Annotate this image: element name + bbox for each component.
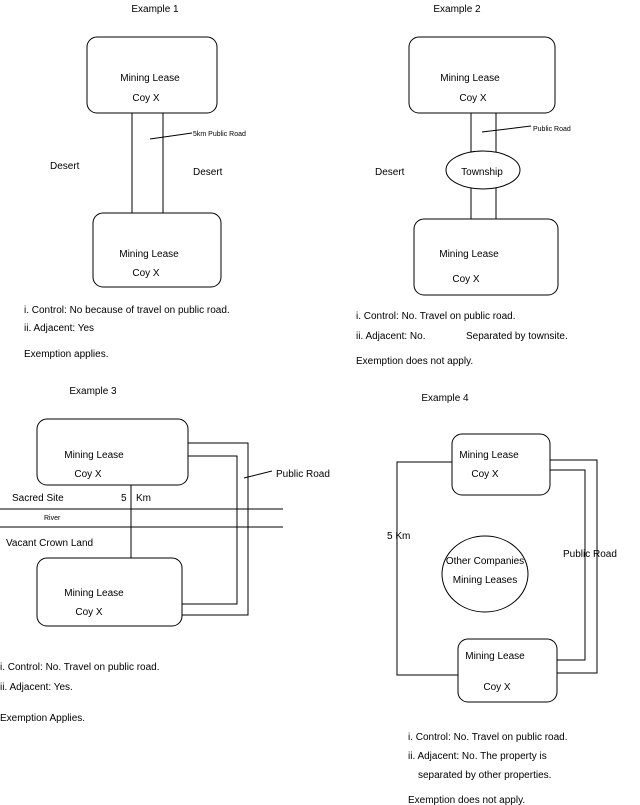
example-1-lease-bottom: [92, 212, 222, 288]
example-3-lease-top: [36, 418, 189, 486]
example-2-road-leader: [481, 125, 532, 133]
example-4-title: Example 4: [421, 393, 469, 404]
example-4-verdict: Exemption does not apply.: [408, 795, 525, 805]
example-3-lease-bottom-name: Mining Lease: [64, 588, 124, 599]
example-3-river-label: River: [44, 515, 61, 522]
example-3-vacant-crown-land: Vacant Crown Land: [6, 538, 93, 549]
example-3-distance-value: 5: [121, 493, 127, 504]
example-4-distance-path: [396, 461, 458, 676]
example-2-township: [445, 150, 521, 190]
example-1-lease-top-name: Mining Lease: [120, 73, 180, 84]
example-3-verdict: Exemption Applies.: [0, 713, 85, 724]
example-4-road-inner: [550, 469, 586, 661]
example-2: Example 2 Public Road Mining Lease Coy X…: [356, 4, 571, 367]
example-4-lease-top-owner: Coy X: [471, 469, 499, 480]
example-3-sacred-site: Sacred Site: [12, 493, 64, 504]
example-3-road-leader: [243, 470, 273, 479]
example-4-other-companies: [441, 535, 529, 613]
example-2-verdict: Exemption does not apply.: [356, 356, 473, 367]
example-4-other-companies-line1: Other Companies: [446, 556, 524, 567]
example-2-lease-bottom-name: Mining Lease: [439, 249, 499, 260]
example-1-note-control: i. Control: No because of travel on publ…: [24, 305, 230, 316]
example-2-lease-top-owner: Coy X: [459, 93, 487, 104]
example-2-note-adjacent: ii. Adjacent: No.: [356, 331, 425, 342]
example-3: Example 3 River Public Road Mining Lease…: [0, 386, 330, 724]
example-3-lease-bottom-owner: Coy X: [75, 607, 103, 618]
example-2-lease-top-name: Mining Lease: [440, 73, 500, 84]
example-1-desert-right: Desert: [193, 167, 223, 178]
example-4-lease-bottom-name: Mining Lease: [465, 651, 525, 662]
example-2-note-separated: Separated by townsite.: [466, 331, 568, 342]
example-1-road-label: 5km Public Road: [193, 131, 246, 138]
example-3-title: Example 3: [69, 386, 117, 397]
example-4: Example 4 5 Km Public Road Mining Lease …: [387, 393, 617, 805]
example-1-desert-left: Desert: [50, 161, 80, 172]
example-4-other-companies-line2: Mining Leases: [453, 575, 517, 586]
example-1-lease-bottom-owner: Coy X: [132, 268, 160, 279]
example-1-road-leader: [149, 132, 193, 140]
example-2-title: Example 2: [433, 4, 481, 15]
example-2-lease-top: [408, 36, 556, 114]
example-3-road-label: Public Road: [276, 469, 330, 480]
example-3-road-outer: [182, 442, 249, 616]
example-3-note-adjacent: ii. Adjacent: Yes.: [0, 682, 73, 693]
example-1-lease-top: [86, 36, 218, 114]
example-4-lease-top-name: Mining Lease: [459, 450, 519, 461]
example-2-township-label: Township: [461, 167, 503, 178]
example-4-note-control: i. Control: No. Travel on public road.: [408, 732, 568, 743]
example-2-road-label: Public Road: [533, 126, 571, 133]
example-3-note-control: i. Control: No. Travel on public road.: [0, 662, 160, 673]
example-1-verdict: Exemption applies.: [24, 349, 109, 360]
example-4-lease-bottom: [457, 638, 558, 703]
example-4-lease-bottom-owner: Coy X: [483, 682, 511, 693]
example-2-lease-bottom-owner: Coy X: [452, 274, 480, 285]
example-3-lease-top-owner: Coy X: [74, 469, 102, 480]
example-3-road-inner: [182, 455, 238, 605]
example-4-road-outer: [550, 459, 598, 674]
example-1-title: Example 1: [131, 4, 179, 15]
example-1-lease-bottom-name: Mining Lease: [119, 249, 179, 260]
example-3-distance-unit: Km: [136, 493, 151, 504]
example-3-lease-top-name: Mining Lease: [64, 450, 124, 461]
example-1-lease-top-owner: Coy X: [132, 93, 160, 104]
example-1-note-adjacent: ii. Adjacent: Yes: [24, 323, 94, 334]
example-4-road-label: Public Road: [563, 549, 617, 560]
example-1: Example 1 5km Public Road Mining Lease C…: [24, 4, 246, 360]
example-3-lease-bottom: [36, 557, 183, 627]
example-4-note-separated: separated by other properties.: [418, 770, 551, 781]
example-2-desert: Desert: [375, 167, 405, 178]
example-4-note-adjacent: ii. Adjacent: No. The property is: [408, 751, 547, 762]
example-2-note-control: i. Control: No. Travel on public road.: [356, 311, 516, 322]
example-4-distance-label: 5 Km: [387, 531, 410, 542]
example-2-lease-bottom: [413, 218, 559, 296]
example-4-lease-top: [451, 433, 551, 496]
